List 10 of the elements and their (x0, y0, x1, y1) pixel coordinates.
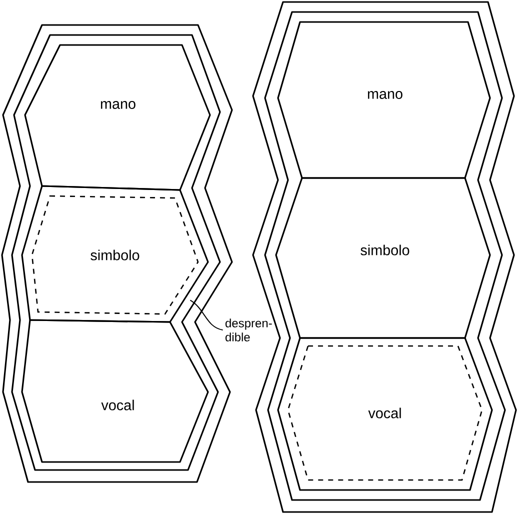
dashed-hexagon: vocal (287, 345, 483, 481)
hexagon-cell: mano (24, 44, 211, 191)
hexagon-cell (277, 337, 493, 491)
hexagon-cell: simbolo (275, 177, 491, 339)
hexagon-cell (21, 185, 209, 323)
dashed-hexagon: simbolo (31, 195, 199, 315)
leader-line (190, 300, 224, 330)
hexagon-cell: mano (277, 21, 491, 179)
note-text: despren- dible (226, 318, 272, 342)
hexagon-cell: vocal (21, 319, 209, 463)
